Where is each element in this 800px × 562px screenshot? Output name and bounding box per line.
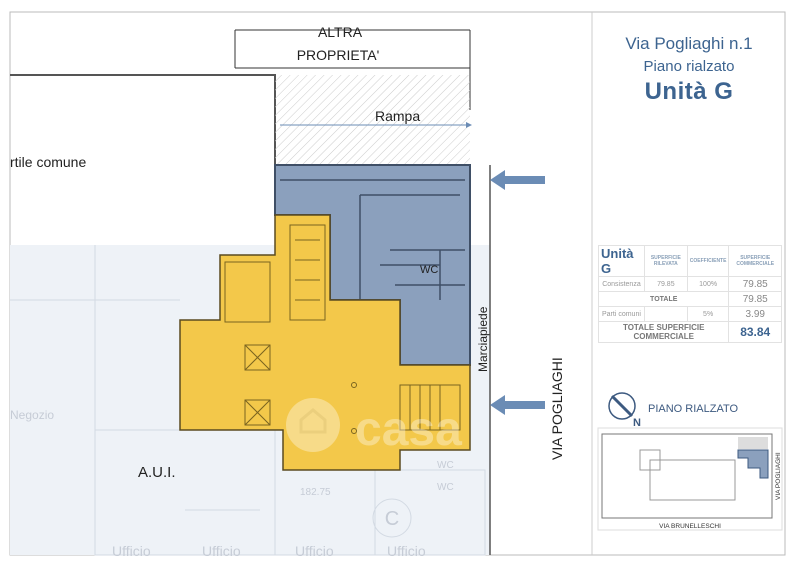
minimap-title: PIANO RIALZATO: [648, 403, 739, 415]
cell: 3.99: [728, 306, 782, 322]
north-icon: N: [608, 392, 641, 429]
label-area: 182.75: [300, 487, 331, 498]
row-label: TOTALE: [597, 291, 730, 307]
table-unit: Unità G: [598, 245, 645, 277]
label-ufficio: Ufficio: [202, 543, 241, 559]
cell: 79.85: [728, 276, 782, 292]
row-label: Consistenza: [598, 276, 645, 292]
col-header: SUPERFICIE COMMERCIALE: [728, 245, 782, 277]
info-panel: Via Pogliaghi n.1 Piano rialzato Unità G…: [593, 12, 785, 555]
label-ufficio: Ufficio: [112, 543, 151, 559]
unit-title: Unità G: [644, 78, 734, 105]
cell: 79.85: [728, 291, 782, 307]
row-label: Parti comuni: [598, 306, 645, 322]
table-row: Consistenza 79.85 100% 79.85: [598, 276, 782, 292]
col-header: COEFFICIENTE: [686, 245, 730, 277]
floor-title: Piano rialzato: [643, 58, 735, 75]
label-c: C: [385, 508, 399, 530]
ramp-area: [275, 75, 470, 165]
label-rampa: Rampa: [375, 108, 420, 124]
cell: [643, 306, 688, 322]
grand-total-value: 83.84: [728, 321, 782, 343]
table-row: Parti comuni 5% 3.99: [598, 306, 782, 322]
label-negozio: Negozio: [10, 408, 54, 422]
svg-text:VIA POGLIAGHI: VIA POGLIAGHI: [775, 452, 782, 500]
label-proprieta: PROPRIETA': [297, 47, 380, 63]
minimap: VIA BRUNELLESCHI VIA POGLIAGHI: [597, 427, 783, 531]
cell: 100%: [686, 276, 730, 292]
svg-text:N: N: [633, 417, 641, 429]
address-title: Via Pogliaghi n.1: [625, 34, 753, 53]
table-row: TOTALE SUPERFICIE COMMERCIALE 83.84: [597, 321, 782, 343]
label-aui: A.U.I.: [138, 464, 176, 481]
svg-text:VIA BRUNELLESCHI: VIA BRUNELLESCHI: [659, 523, 721, 530]
label-via-pogliaghi: VIA POGLIAGHI: [549, 357, 565, 460]
svg-text:casa: casa: [355, 403, 462, 456]
label-ufficio: Ufficio: [295, 543, 334, 559]
cell: 5%: [686, 306, 730, 322]
table-row: TOTALE 79.85: [597, 291, 782, 307]
watermark-logo: casa: [286, 398, 462, 456]
entrance-arrow-icon: [490, 170, 545, 415]
label-altra: ALTRA: [318, 24, 363, 40]
label-marciapiede: Marciapiede: [476, 306, 490, 372]
label-cortile: rtile comune: [10, 154, 86, 170]
label-ufficio: Ufficio: [387, 543, 426, 559]
label-wc: WC: [420, 264, 438, 276]
col-header: SUPERFICIE RILEVATA: [643, 245, 688, 277]
grand-total-label: TOTALE SUPERFICIE COMMERCIALE: [597, 321, 730, 343]
cell: 79.85: [643, 276, 688, 292]
surface-table: Unità G SUPERFICIE RILEVATA COEFFICIENTE…: [597, 245, 782, 343]
label-wc3: WC: [437, 482, 454, 493]
label-wc2: WC: [437, 460, 454, 471]
common-area: [179, 214, 471, 471]
